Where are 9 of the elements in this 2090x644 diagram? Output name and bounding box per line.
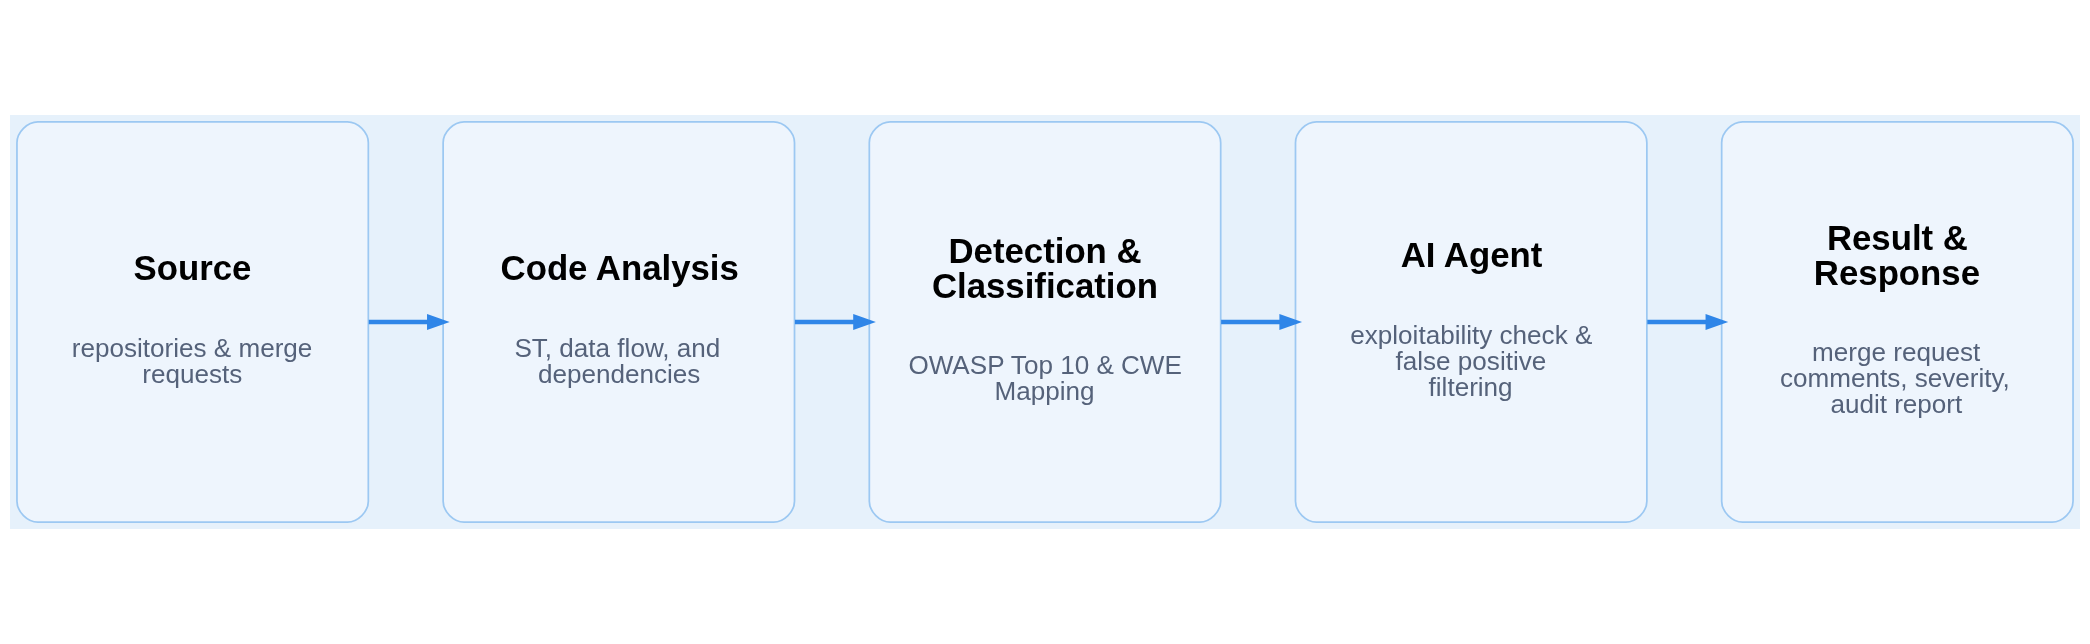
- node-box: Detection & Classification OWASP Top 10 & CWE Mapping: [868, 121, 1222, 523]
- arrow: [794, 314, 876, 330]
- node-box: Source repositories & merge requests: [16, 121, 370, 523]
- arrow: [1647, 314, 1729, 330]
- arrow: [368, 314, 450, 330]
- arrow: [1221, 314, 1303, 330]
- node-box: AI Agent exploitability check & false positive filtering: [1294, 121, 1648, 523]
- node-box: Result & Response merge request comments, severity, audit report: [1720, 121, 2074, 523]
- node-box: Code Analysis ST, data flow, and dependencies: [442, 121, 796, 523]
